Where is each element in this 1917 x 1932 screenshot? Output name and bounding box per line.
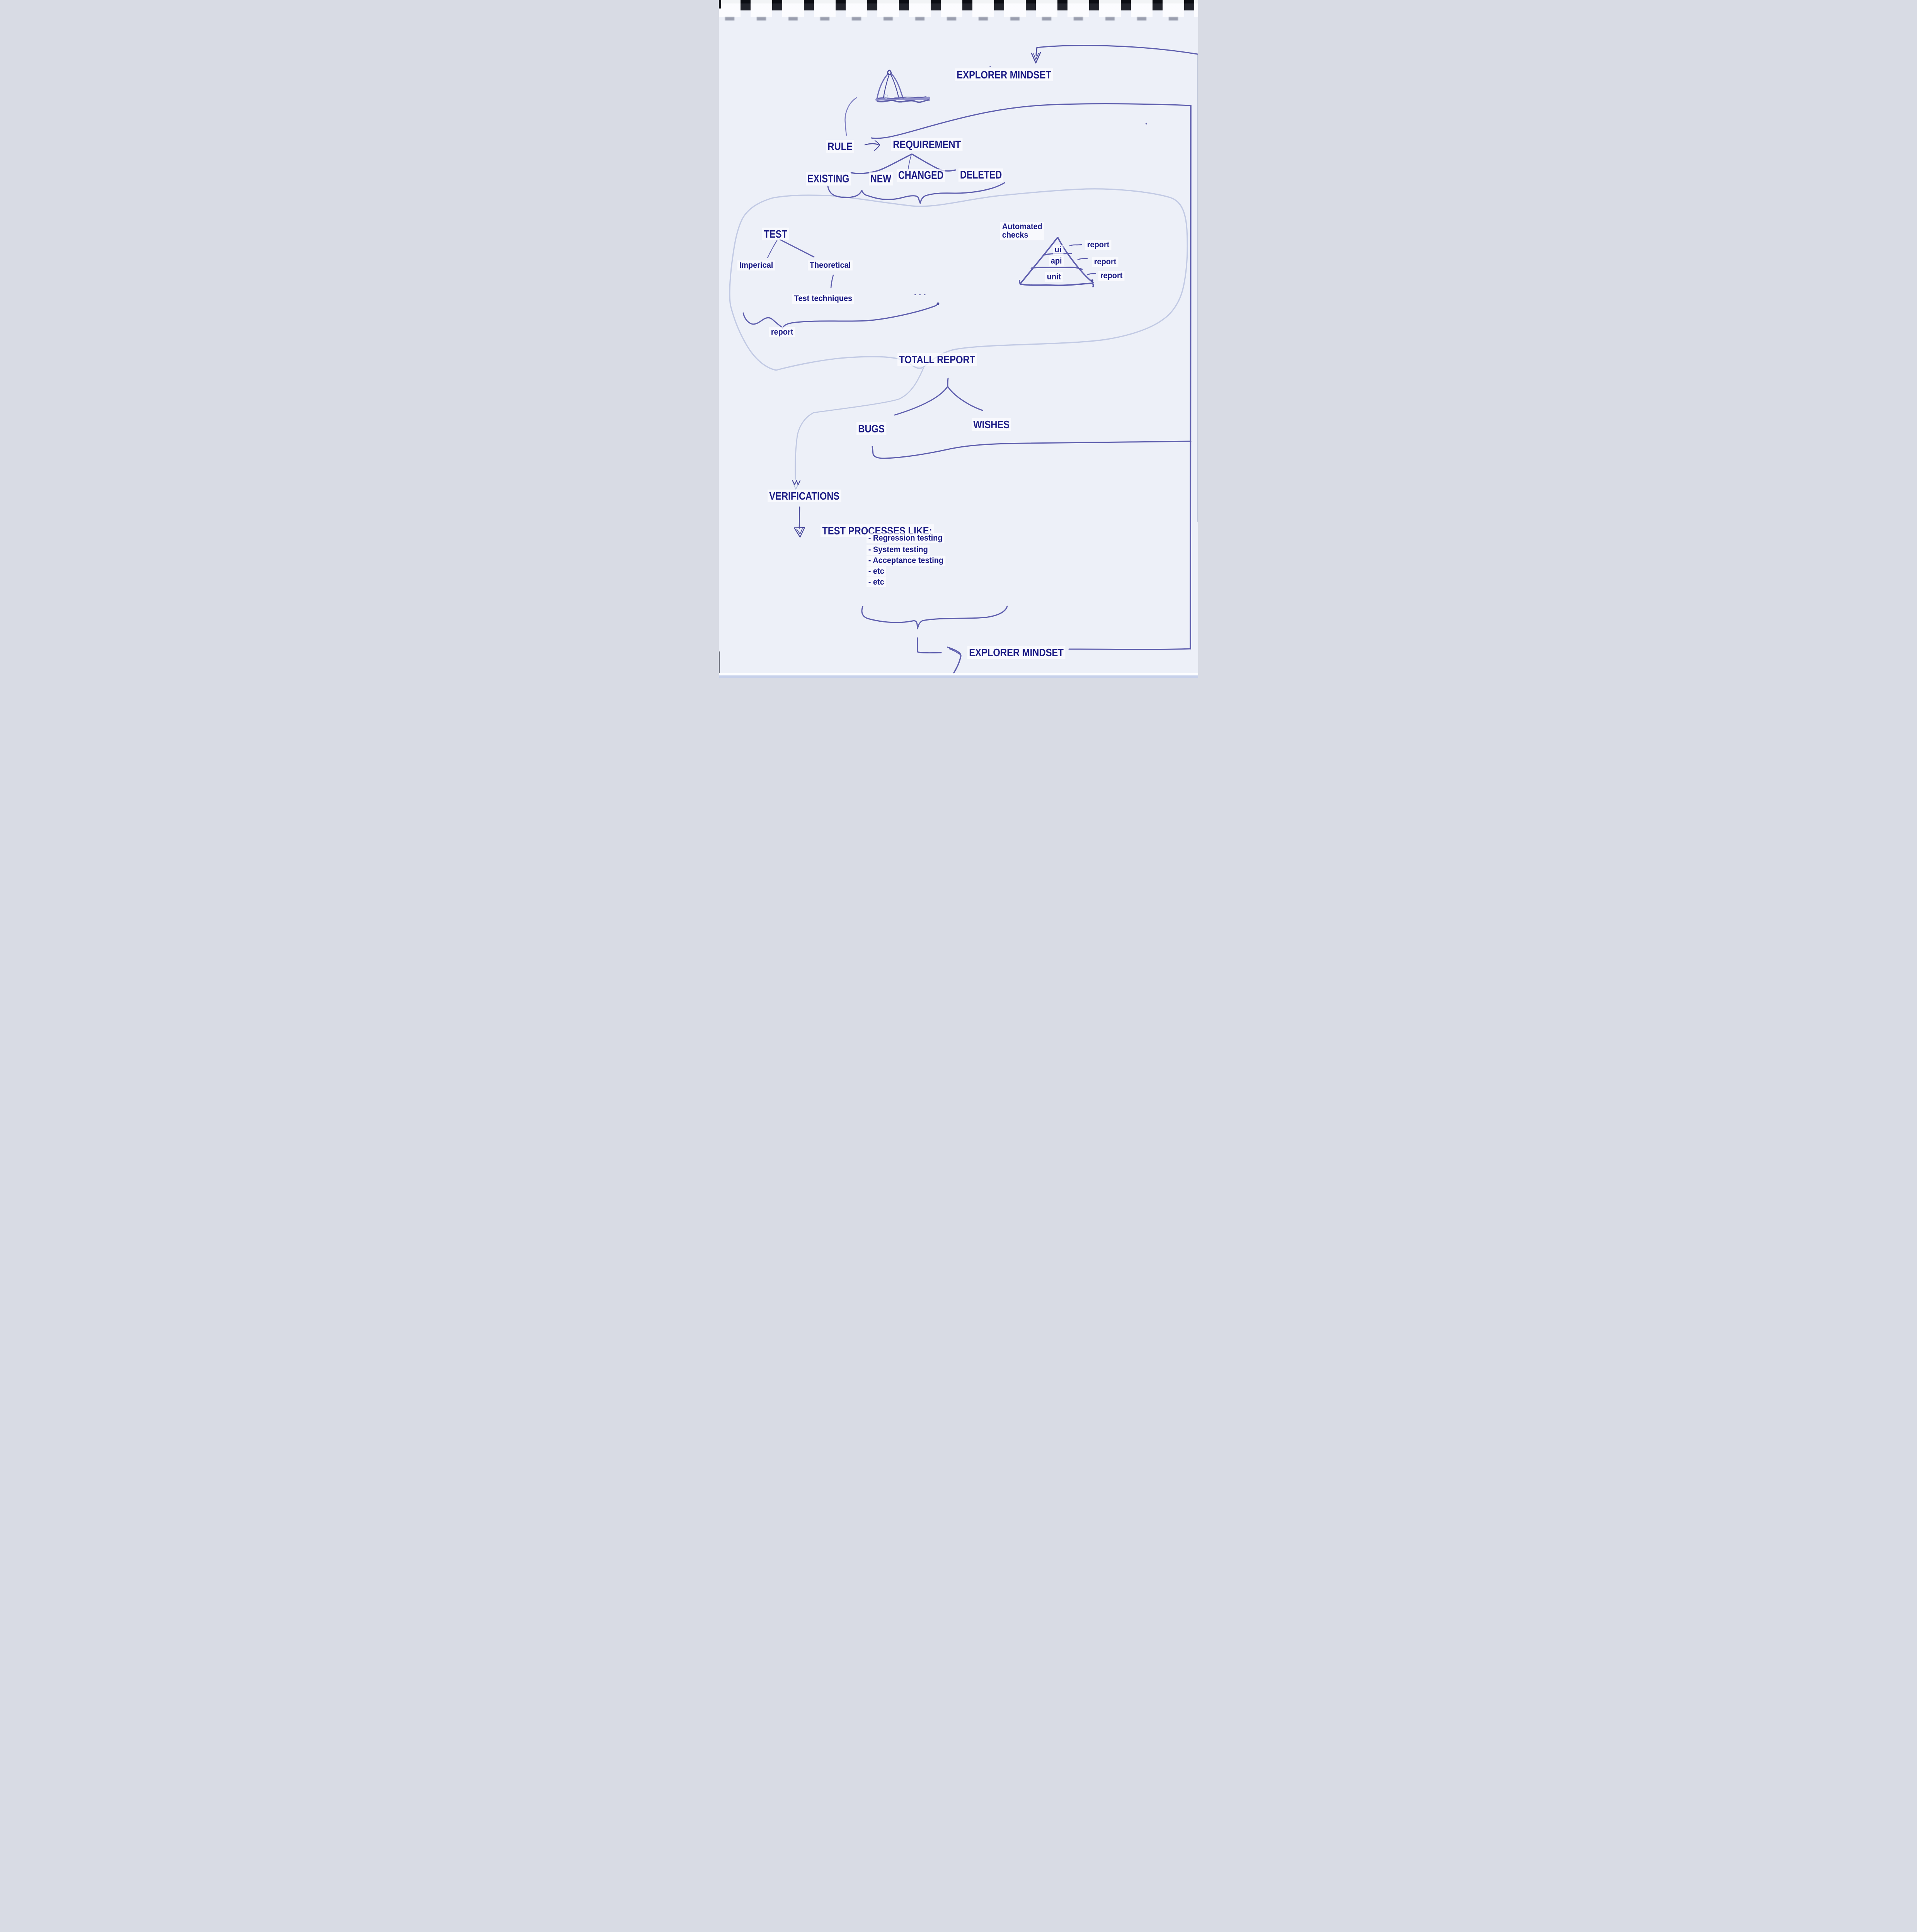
process-item: - System testing [867,545,930,555]
page-right-edge-line [1197,54,1198,522]
changed-label: CHANGED [897,169,945,182]
rule-to-requirement-arrow [864,140,880,151]
pyramid-report-ticks [1069,244,1096,276]
ellipsis-marks: ... [914,289,929,297]
report-label-left: report [769,327,795,338]
next-page-edge-band [719,675,1198,678]
loop-to-bugs-arrow [872,440,1192,459]
verifications-arrowhead [792,480,801,486]
test-pyramid [1018,237,1094,287]
bugs-label: BUGS [856,422,887,435]
explorer-hat-icon [875,70,930,103]
page-bottom-white-strip [719,673,1198,675]
corner-shadow [719,0,721,9]
page-left-edge-shadow [719,651,720,678]
bottom-loop-arrow [917,637,962,673]
scanned-notebook-page: EXPLORER MINDSET RULE REQUIREMENT EXISTI… [719,0,1198,678]
cloud-to-verifications-line [793,367,924,490]
binding-paper-tabs [719,0,1198,17]
test-tree-branches [767,239,815,258]
hat-to-rule-arrow [844,97,857,136]
process-item: - etc [867,577,886,588]
theoretical-connector [830,274,834,289]
process-item: - Regression testing [867,533,945,544]
ink-drawing-layer [729,45,1198,673]
requirement-label: REQUIREMENT [891,138,963,151]
existing-label: EXISTING [806,172,851,186]
theoretical-label: Theoretical [808,260,853,271]
deleted-label: DELETED [958,168,1004,182]
categories-underbrace [827,182,1005,204]
binding-hole-shadows [719,17,1198,20]
test-label: TEST [762,228,789,241]
pyramid-unit-label: unit [1045,272,1063,282]
process-item: - etc [867,566,886,577]
verifications-to-processes-arrow [793,506,805,538]
new-label: NEW [869,172,893,186]
verifications-label: VERIFICATIONS [768,490,841,503]
rule-label: RULE [826,140,855,153]
report-gather-line [742,302,940,329]
process-item: - Acceptance testing [867,556,945,566]
totall-fork-arrows [894,378,983,416]
ink-specks [989,66,1147,125]
pyramid-api-label: api [1049,256,1064,267]
processes-underbrace [861,605,1008,629]
explorer-mindset-bottom-label: EXPLORER MINDSET [967,646,1066,659]
exploration-cloud-outline [729,188,1188,371]
right-loop-line [871,103,1192,650]
report-label-unit: report [1098,271,1125,281]
automated-checks-label: Automated checks [1000,222,1044,241]
top-entry-arrow [1031,45,1198,64]
totall-report-label: TOTALL REPORT [897,353,977,366]
report-label-ui: report [1085,240,1112,250]
pyramid-ui-label: ui [1053,245,1064,255]
wishes-label: WISHES [972,418,1011,431]
report-label-api: report [1092,257,1119,267]
explorer-mindset-top-label: EXPLORER MINDSET [955,68,1053,82]
imperical-label: Imperical [737,260,775,271]
test-techniques-label: Test techniques [792,294,854,304]
